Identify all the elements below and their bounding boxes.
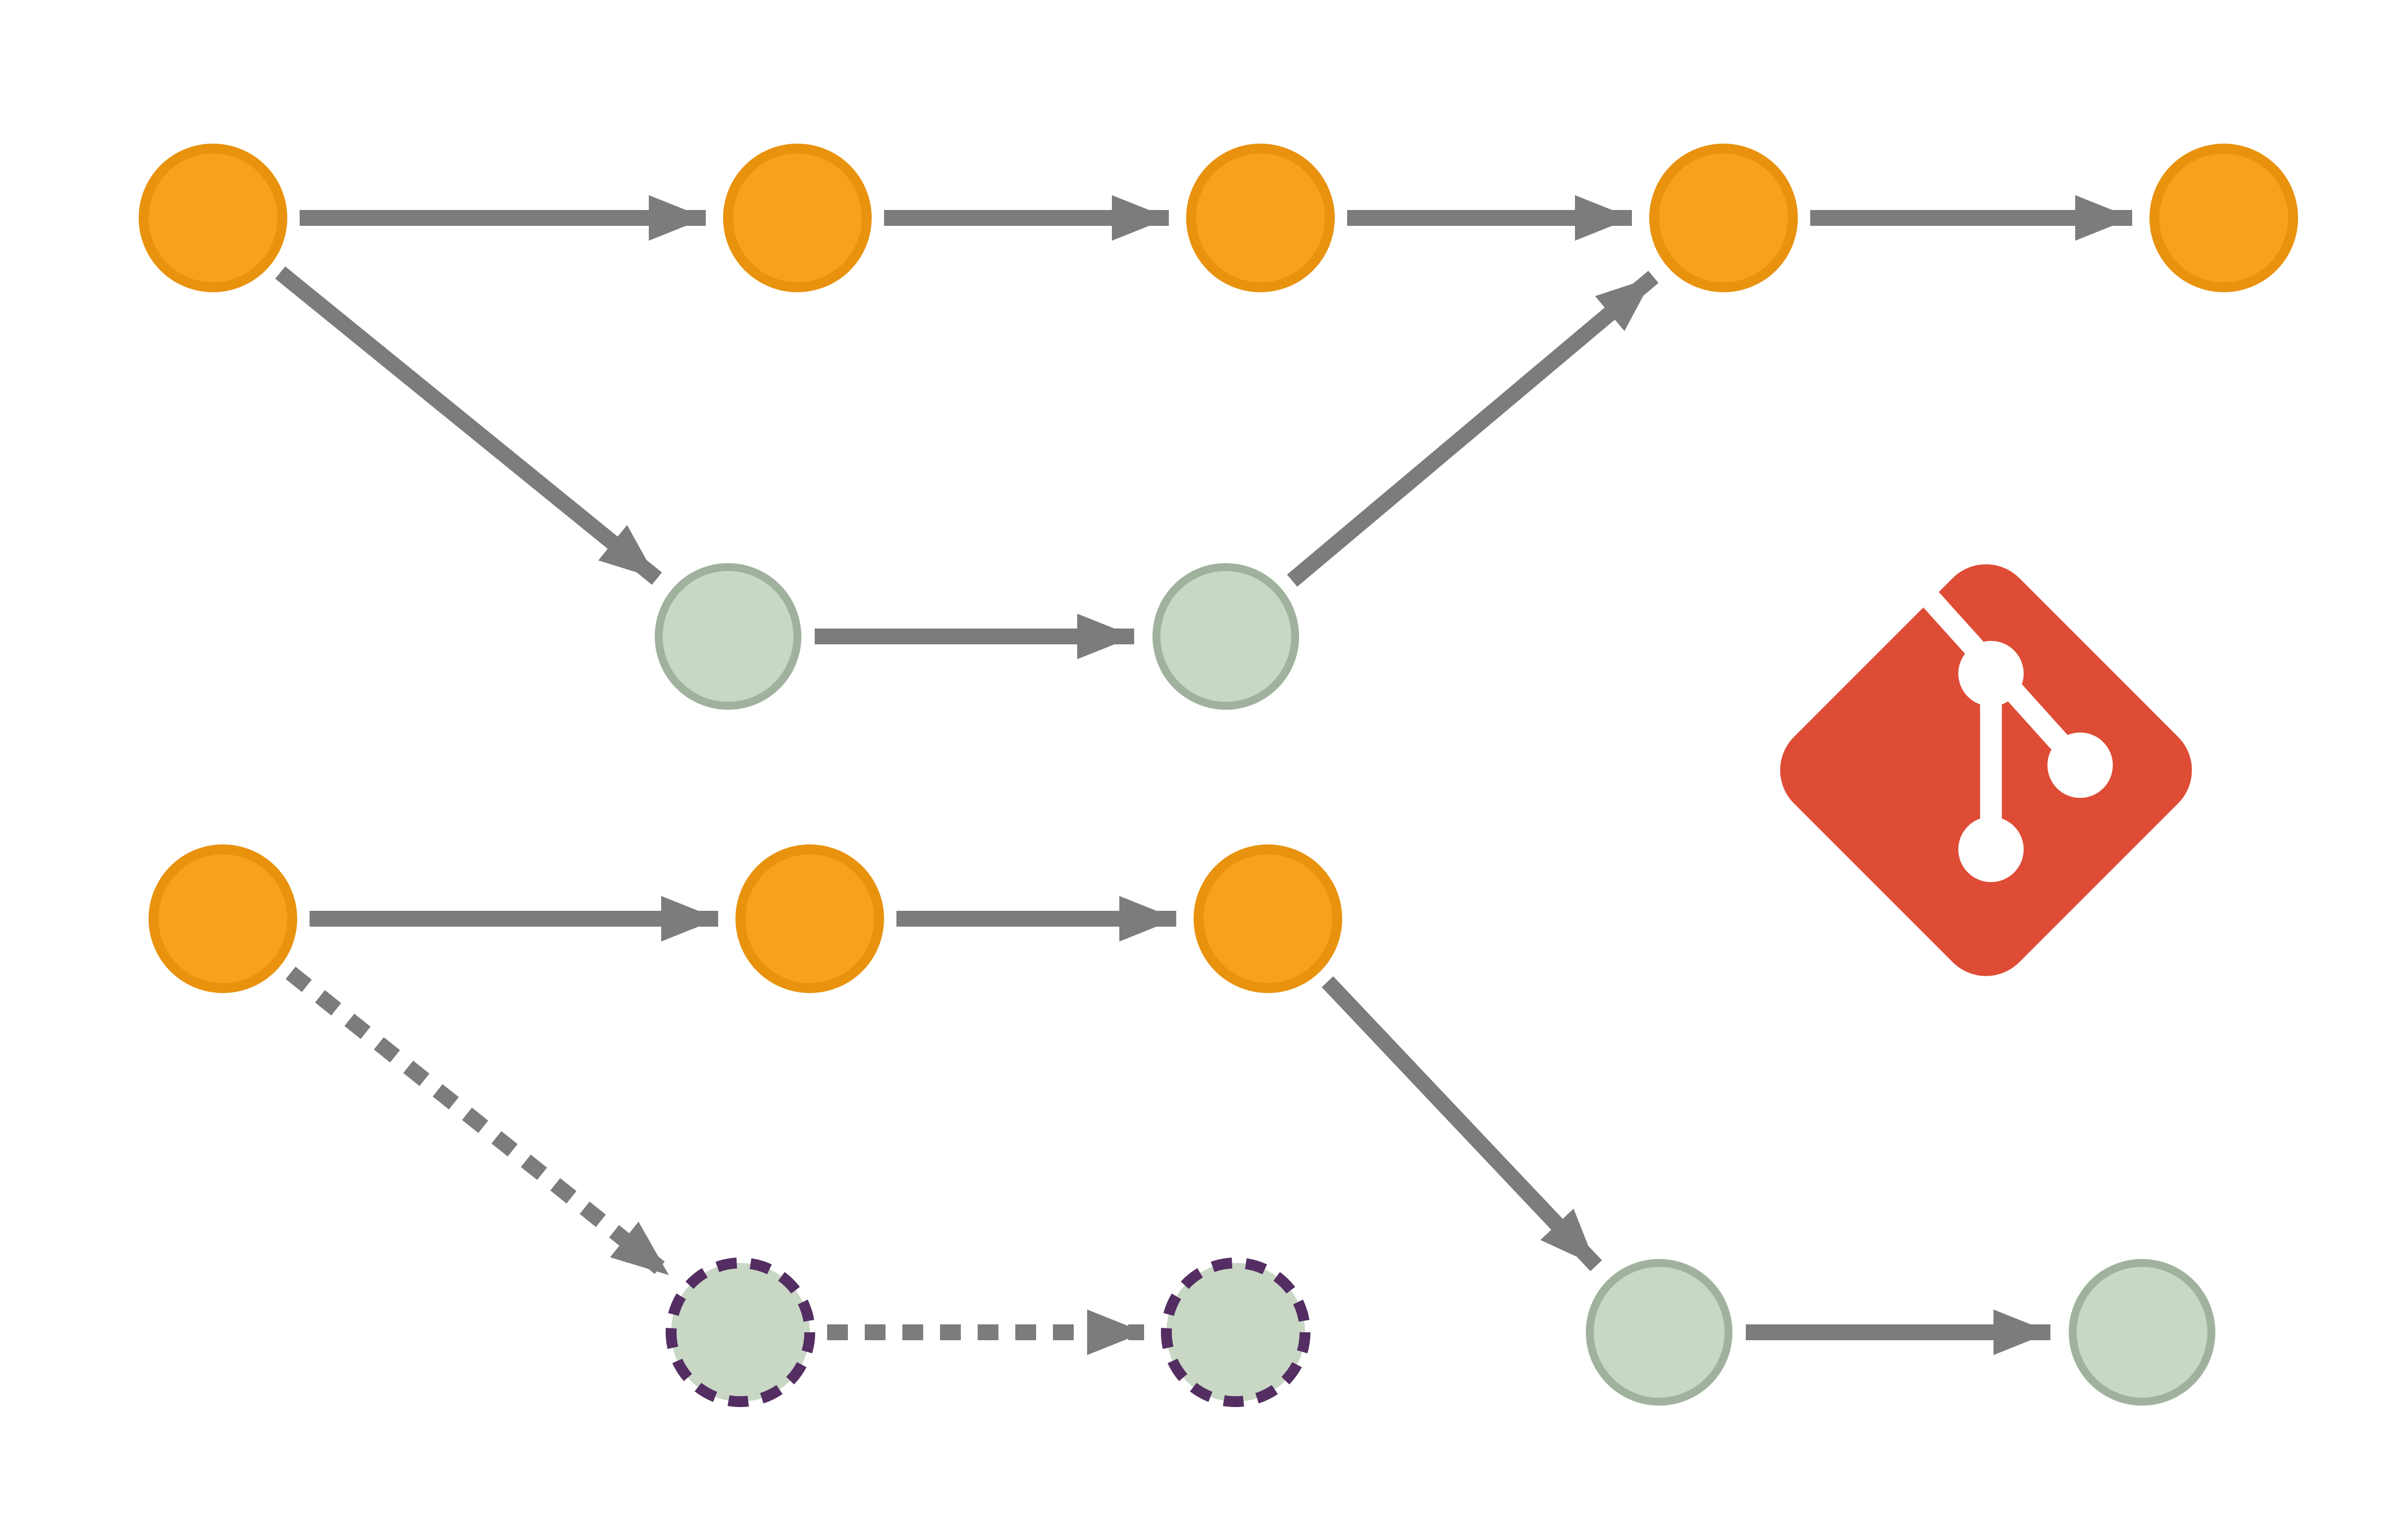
commit-arrow <box>1321 976 1602 1271</box>
edges-layer <box>275 195 2132 1356</box>
git-logo-branch-glyph <box>1921 589 2113 882</box>
commit-node <box>2149 144 2298 292</box>
branch-commit-node <box>2069 1259 2215 1406</box>
commit-node <box>149 844 297 993</box>
branch-commit-node <box>1586 1259 1732 1406</box>
commit-node <box>1649 144 1798 292</box>
branch-commit-node <box>655 563 801 710</box>
dashed-commit-node <box>1161 1257 1310 1407</box>
commit-node <box>723 144 872 292</box>
dashed-commit-node <box>666 1257 815 1407</box>
commit-arrow <box>1287 270 1659 587</box>
branch-commit-node <box>1152 563 1299 710</box>
commit-node <box>139 144 287 292</box>
git-logo-dot <box>2047 733 2113 798</box>
dashed-rebase-arrow <box>285 966 674 1282</box>
commit-arrow <box>275 266 662 585</box>
git-logo-icon <box>1780 564 2192 976</box>
nodes-layer <box>139 144 2298 1407</box>
commit-node <box>1194 844 1342 993</box>
commit-node <box>735 844 884 993</box>
git-logo-dot <box>1958 817 2024 882</box>
git-logo-dot <box>1958 641 2024 706</box>
commit-node <box>1186 144 1335 292</box>
